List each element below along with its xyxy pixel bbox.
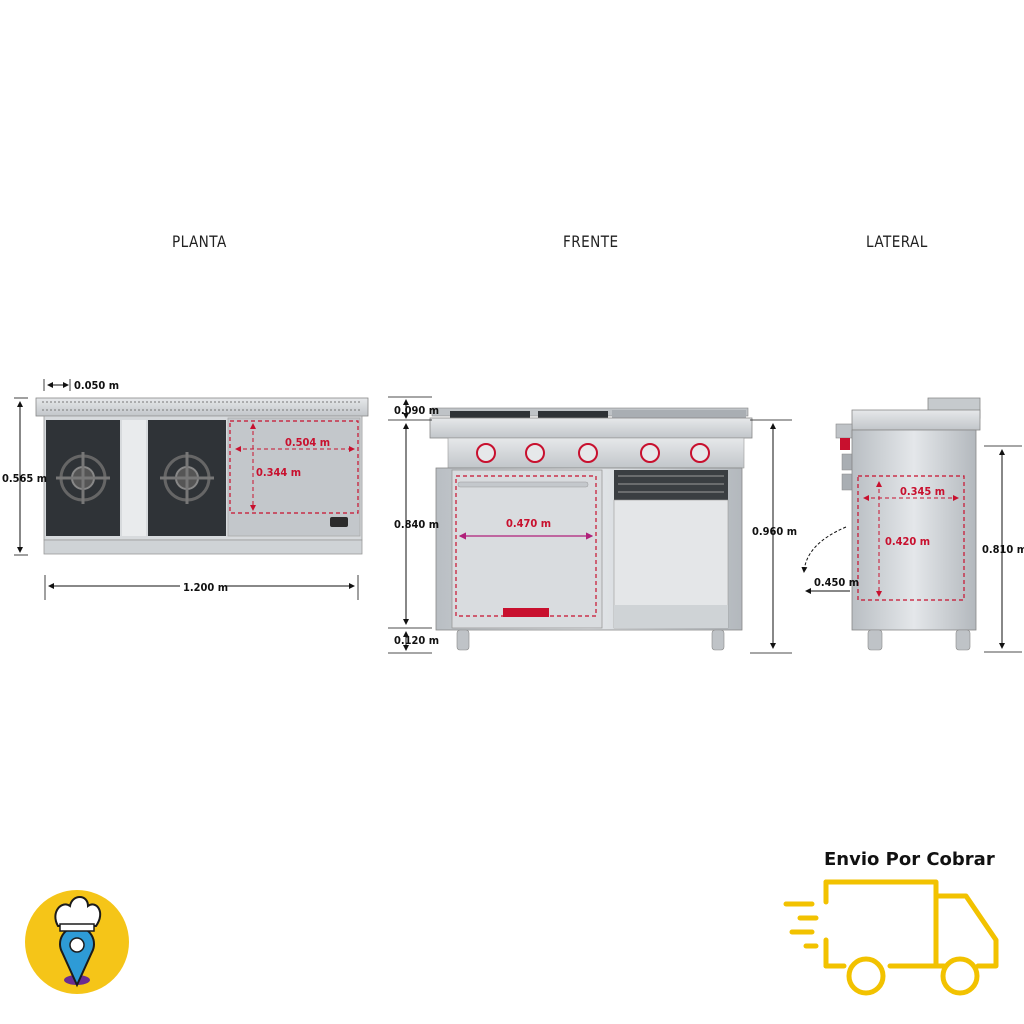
dim-lateral-height: 0.810 m: [982, 543, 1024, 556]
shipping-label: Envio Por Cobrar: [824, 849, 995, 870]
dim-planta-depth: 0.565 m: [2, 472, 47, 485]
control-knobs: [476, 443, 710, 463]
dim-planta-width: 1.200 m: [183, 581, 228, 594]
dim-frente-top: 0.090 m: [394, 404, 439, 417]
view-title-frente: FRENTE: [563, 232, 619, 251]
dim-planta-edge: 0.050 m: [74, 379, 119, 392]
oven-door: [451, 469, 603, 629]
broiler-rack: [614, 470, 728, 500]
dim-lateral-oven-width: 0.345 m: [900, 485, 945, 498]
dim-frente-oven-width: 0.470 m: [506, 517, 551, 530]
dim-frente-body: 0.840 m: [394, 518, 439, 531]
view-title-lateral: LATERAL: [866, 232, 928, 251]
dim-lateral-oven-height: 0.420 m: [885, 535, 930, 548]
dim-frente-legs: 0.120 m: [394, 634, 439, 647]
dim-planta-griddle-width: 0.504 m: [285, 436, 330, 449]
dim-lateral-door-swing: 0.450 m: [814, 576, 859, 589]
lateral-view: 0.345 m 0.420 m 0.450 m 0.810 m: [801, 397, 1024, 653]
delivery-truck-icon: [783, 879, 999, 996]
burner-grate-right: [148, 420, 226, 536]
view-title-planta: PLANTA: [172, 232, 227, 251]
burner-grate-left: [46, 420, 120, 536]
dim-frente-total-height: 0.960 m: [752, 525, 797, 538]
dim-planta-griddle-depth: 0.344 m: [256, 466, 301, 479]
planta-view: 0.050 m 0.565 m 1.200 m 0.504 m 0.344 m: [2, 379, 369, 600]
brand-plate: [503, 608, 549, 617]
frente-view: 0.090 m 0.840 m 0.120 m 0.470 m 0.960 m: [388, 396, 797, 654]
chef-location-logo: [25, 890, 129, 994]
